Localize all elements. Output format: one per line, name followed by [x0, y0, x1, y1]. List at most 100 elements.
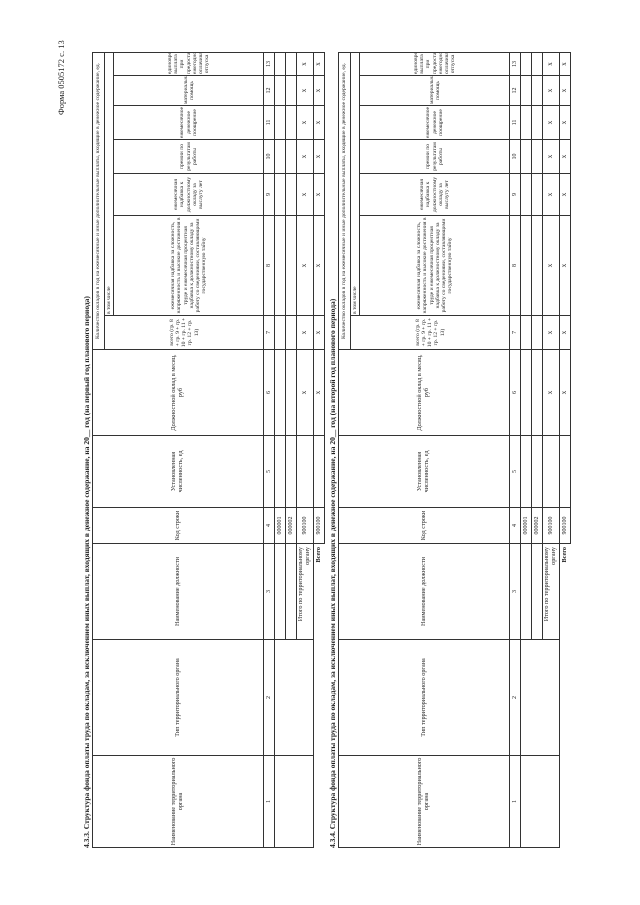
salary-cell[interactable] [274, 349, 286, 436]
position-cell[interactable] [531, 543, 543, 640]
value-cell[interactable] [274, 139, 286, 174]
staff-cell[interactable] [531, 435, 543, 508]
position-cell[interactable] [285, 543, 297, 640]
value-cell[interactable] [520, 105, 532, 140]
section-heading: 4.3.3. Структура фонда оплаты труда по о… [82, 296, 91, 848]
total-cell[interactable] [520, 315, 532, 350]
staff-cell[interactable] [559, 435, 571, 508]
total-cell[interactable] [285, 315, 297, 350]
header-col9: ежемесячная надбавка к должностному окла… [113, 173, 264, 216]
total-label: Всего [559, 543, 571, 848]
value-cell[interactable] [285, 215, 297, 316]
total-label: Всего [313, 543, 325, 848]
x-mark: x [313, 315, 325, 350]
fund-structure-table: Наименование территориального органа Тип… [338, 52, 571, 848]
staff-cell[interactable] [274, 435, 286, 508]
x-mark: x [296, 315, 314, 350]
table-row: 000001 [274, 52, 314, 848]
code-cell: 900100 [559, 507, 571, 544]
x-mark: x [313, 75, 325, 106]
x-mark: x [296, 75, 314, 106]
code-cell: 900100 [542, 507, 560, 544]
type-org-cell[interactable] [274, 639, 314, 756]
position-cell[interactable] [274, 543, 286, 640]
value-cell[interactable] [285, 173, 297, 216]
header-salary: Должностной оклад в месяц, руб [338, 349, 510, 436]
staff-cell[interactable] [285, 435, 297, 508]
value-cell[interactable] [274, 215, 286, 316]
value-cell[interactable] [274, 105, 286, 140]
value-cell[interactable] [531, 75, 543, 106]
value-cell[interactable] [520, 75, 532, 106]
code-cell: 900100 [313, 507, 325, 544]
salary-cell[interactable] [520, 349, 532, 436]
value-cell[interactable] [520, 215, 532, 316]
header-col8: ежемесячная надбавка за сложность, напря… [113, 215, 264, 316]
subtotal-label: Итого по территориальному органу [296, 543, 314, 640]
name-org-cell[interactable] [520, 755, 560, 848]
value-cell[interactable] [274, 75, 286, 106]
col-number: 9 [263, 173, 275, 216]
value-cell[interactable] [520, 173, 532, 216]
staff-cell[interactable] [296, 435, 314, 508]
value-cell[interactable] [274, 173, 286, 216]
x-mark: x [559, 215, 571, 316]
col-number: 4 [263, 507, 275, 544]
col-number: 1 [509, 755, 521, 848]
salary-cell[interactable] [531, 349, 543, 436]
section-heading: 4.3.4. Структура фонда оплаты труда по о… [328, 298, 337, 848]
header-col8: ежемесячная надбавка за сложность, напря… [359, 215, 510, 316]
value-cell[interactable] [285, 75, 297, 106]
total-cell[interactable] [274, 315, 286, 350]
staff-cell[interactable] [542, 435, 560, 508]
value-cell[interactable] [531, 52, 543, 76]
x-mark: x [296, 173, 314, 216]
header-col12: материальная помощь [113, 75, 264, 106]
header-col10: премии по результатам работы [113, 139, 264, 174]
value-cell[interactable] [274, 52, 286, 76]
x-mark: x [542, 139, 560, 174]
salary-cell[interactable] [285, 349, 297, 436]
x-mark: x [559, 139, 571, 174]
code-cell: 000001 [520, 507, 532, 544]
x-mark: x [559, 173, 571, 216]
col-number: 13 [509, 52, 521, 76]
header-staff: Установленная численность, ед [92, 435, 264, 508]
x-mark: x [542, 215, 560, 316]
value-cell[interactable] [531, 105, 543, 140]
code-cell: 000002 [285, 507, 297, 544]
value-cell[interactable] [285, 139, 297, 174]
x-mark: x [296, 52, 314, 76]
code-cell: 000002 [531, 507, 543, 544]
x-mark: x [559, 75, 571, 106]
header-col10: премии по результатам работы [359, 139, 510, 174]
header-including: в том числе [104, 52, 114, 316]
value-cell[interactable] [285, 105, 297, 140]
header-position: Наименование должности [338, 543, 510, 640]
name-org-cell[interactable] [274, 755, 314, 848]
value-cell[interactable] [520, 52, 532, 76]
staff-cell[interactable] [313, 435, 325, 508]
value-cell[interactable] [531, 173, 543, 216]
x-mark: x [296, 139, 314, 174]
header-group: Количество окладов в год на ежемесячные … [92, 52, 105, 350]
header-position: Наименование должности [92, 543, 264, 640]
staff-cell[interactable] [520, 435, 532, 508]
value-cell[interactable] [531, 139, 543, 174]
col-number: 3 [263, 543, 275, 640]
value-cell[interactable] [531, 215, 543, 316]
col-number: 11 [263, 105, 275, 140]
header-code: Код строки [92, 507, 264, 544]
total-row: Всего 900100 x x x x x x x x [559, 52, 571, 848]
value-cell[interactable] [520, 139, 532, 174]
header-total: всего (гр. 8 + гр. 9 + гр. 10 + гр. 11 +… [104, 315, 264, 350]
col-number: 7 [263, 315, 275, 350]
value-cell[interactable] [285, 52, 297, 76]
total-cell[interactable] [531, 315, 543, 350]
header-salary: Должностной оклад в месяц, руб [92, 349, 264, 436]
type-org-cell[interactable] [520, 639, 560, 756]
x-mark: x [542, 52, 560, 76]
position-cell[interactable] [520, 543, 532, 640]
header-col13: единовременная выплата при предоставлени… [359, 52, 510, 76]
